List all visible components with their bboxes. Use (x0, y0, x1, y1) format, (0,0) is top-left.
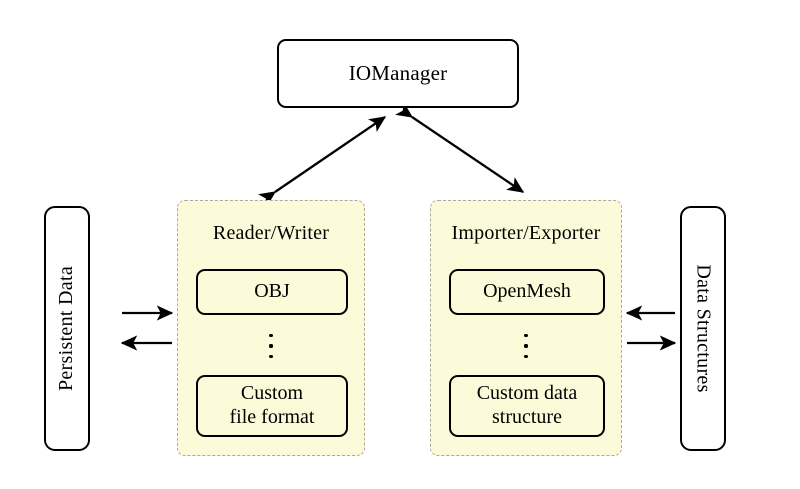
data-structures-node[interactable]: Data Structures (680, 206, 726, 451)
arrow-manager-reader-writer (258, 116, 387, 207)
reader-writer-custom-line2: file format (229, 406, 315, 428)
importer-exporter-item-openmesh[interactable]: OpenMesh (449, 269, 605, 315)
importer-exporter-item-custom-data-structure[interactable]: Custom data structure (449, 375, 605, 437)
importer-exporter-custom-line2: structure (492, 406, 562, 428)
reader-writer-item-obj-label: OBJ (254, 280, 290, 303)
io-manager-node[interactable]: IOManager (277, 39, 519, 108)
persistent-data-label: Persistent Data (55, 265, 78, 392)
reader-writer-item-custom-file-format[interactable]: Custom file format (196, 375, 348, 437)
reader-writer-panel[interactable]: Reader/Writer OBJ Custom file format (177, 200, 365, 456)
importer-exporter-panel[interactable]: Importer/Exporter OpenMesh Custom data s… (430, 200, 622, 456)
importer-exporter-ellipsis-icon (431, 325, 621, 367)
reader-writer-item-obj[interactable]: OBJ (196, 269, 348, 315)
importer-exporter-custom-line1: Custom data (476, 382, 578, 405)
reader-writer-custom-line1: Custom (240, 382, 304, 405)
data-structures-label: Data Structures (692, 264, 715, 393)
importer-exporter-panel-title: Importer/Exporter (451, 222, 601, 244)
importer-exporter-item-openmesh-label: OpenMesh (483, 280, 571, 303)
reader-writer-panel-title: Reader/Writer (212, 222, 330, 244)
reader-writer-ellipsis-icon (178, 325, 364, 367)
arrow-manager-importer-exporter (395, 102, 525, 193)
persistent-data-node[interactable]: Persistent Data (44, 206, 90, 451)
io-manager-label: IOManager (348, 61, 448, 85)
